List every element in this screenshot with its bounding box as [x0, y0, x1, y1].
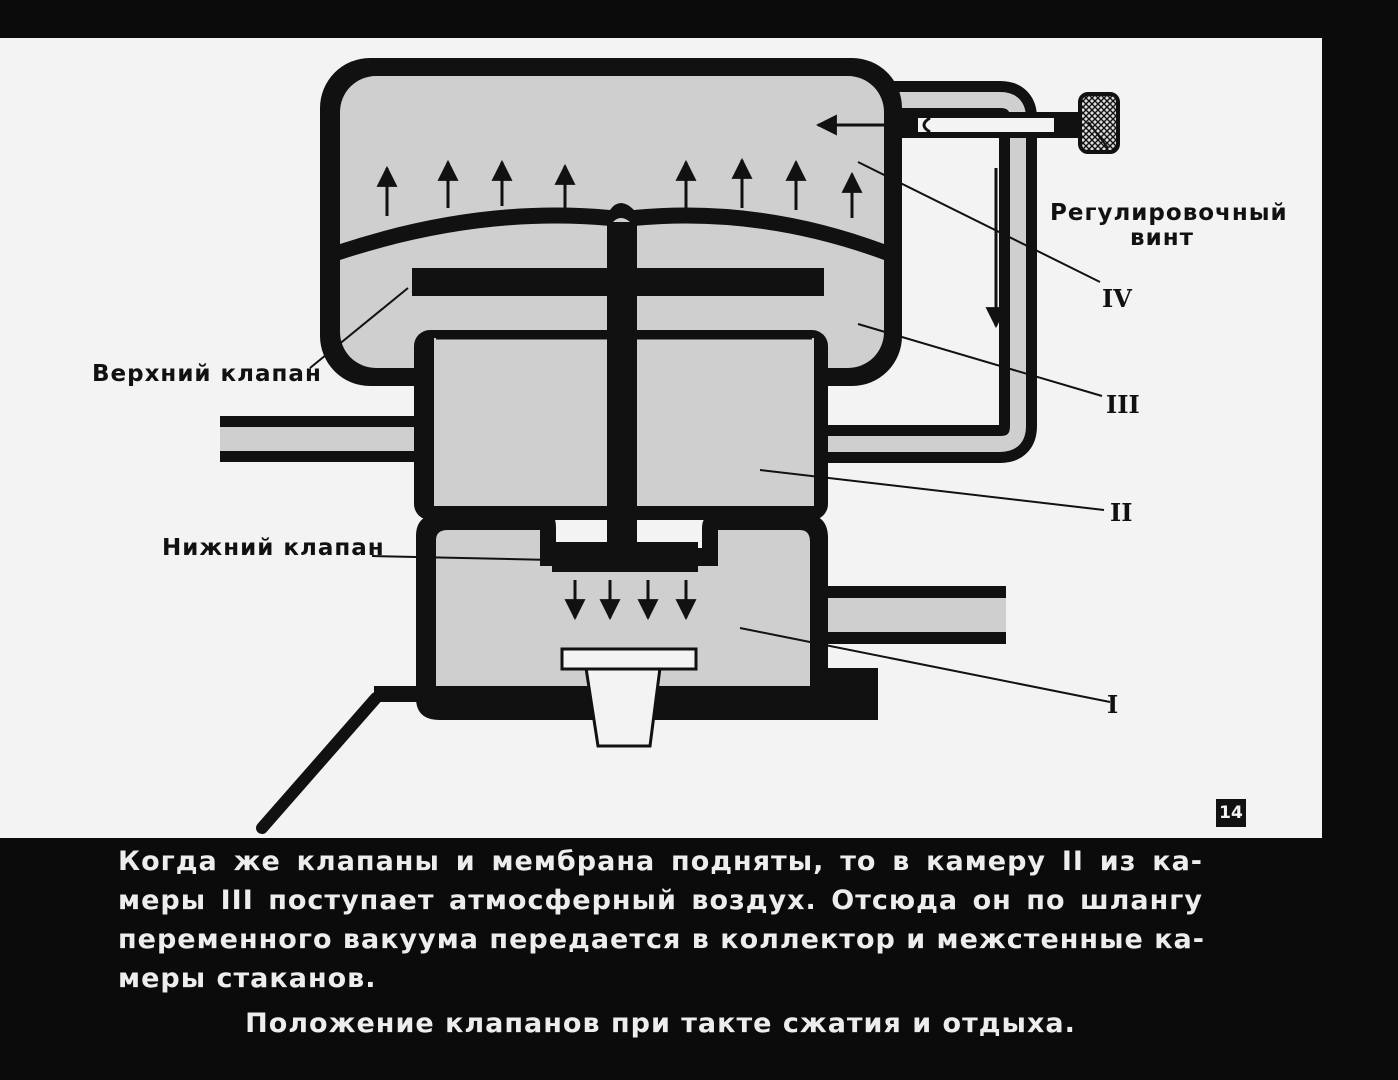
bottom-flange	[256, 647, 876, 834]
valve-stem	[607, 222, 637, 556]
caption-line: Когда же клапаны и мембрана подняты, то …	[118, 846, 1203, 877]
regulating-screw	[898, 92, 1120, 154]
airflow-arrows	[376, 114, 1007, 621]
chamber-i-label: I	[1107, 690, 1119, 719]
regulating-screw-label: Регулировочный винт	[1050, 201, 1287, 251]
bypass-tube	[810, 81, 1037, 463]
caption-subtitle: Положение клапанов при такте сжатия и от…	[245, 1008, 1076, 1039]
diagram-slide: Регулировочный винт IV III II I Верхний …	[0, 38, 1322, 838]
side-inlet-pipe	[220, 416, 430, 462]
caption-line: меры III поступает атмосферный воздух. О…	[118, 885, 1203, 916]
upper-valve-label: Верхний клапан	[92, 361, 322, 387]
lower-outlet-pipe	[800, 586, 1006, 644]
slide-number-badge: 14	[1216, 799, 1246, 827]
leader-lines	[309, 121, 1111, 703]
chamber-iv-label: IV	[1102, 284, 1132, 313]
lower-valve-label: Нижний клапан	[162, 535, 385, 561]
membrane	[340, 203, 884, 260]
caption-line: переменного вакуума передается в коллект…	[118, 924, 1205, 955]
chamber-ii-label: II	[1110, 498, 1133, 527]
regulating-screw-label-line1: Регулировочный	[1050, 200, 1288, 226]
slide-caption: Когда же клапаны и мембрана подняты, то …	[118, 842, 1205, 1043]
caption-line: меры стаканов.	[118, 963, 377, 994]
lower-valve-plate	[552, 542, 698, 572]
chamber-iii-label: III	[1106, 390, 1140, 419]
regulating-screw-label-line2: винт	[1130, 225, 1194, 251]
valve-diagram	[220, 58, 1120, 834]
